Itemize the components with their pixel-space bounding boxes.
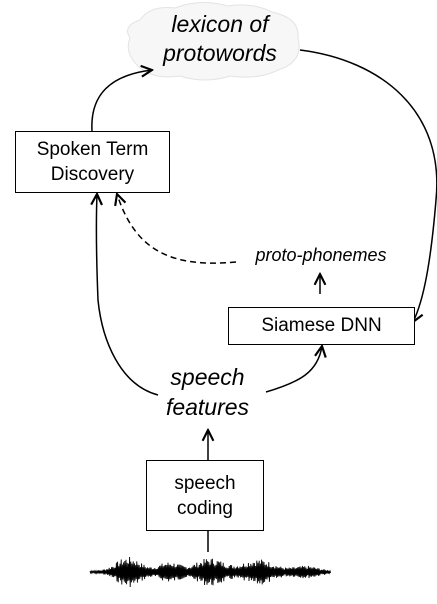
waveform-trace [89,556,332,588]
speech-features-line1: speech [170,364,245,390]
proto-phonemes-label: proto-phonemes [255,245,387,265]
arrow-std-to-lexicon [91,70,152,132]
waveform-icon [89,556,332,588]
speech-features-line2: features [165,394,250,420]
arrow-features-to-std [96,194,159,396]
lexicon-line1: lexicon of [171,11,269,37]
lexicon-label: lexicon of protowords [140,10,300,68]
arrow-protophonemes-to-std [117,194,237,264]
siamese-dnn-box: Siamese DNN [228,307,415,345]
siamese-dnn-label: Siamese DNN [261,315,382,336]
cloud-icon [127,2,300,81]
arrow-features-to-siamese [265,346,322,393]
speech-features-label: speech features [145,362,270,422]
lexicon-line2: protowords [163,40,277,66]
